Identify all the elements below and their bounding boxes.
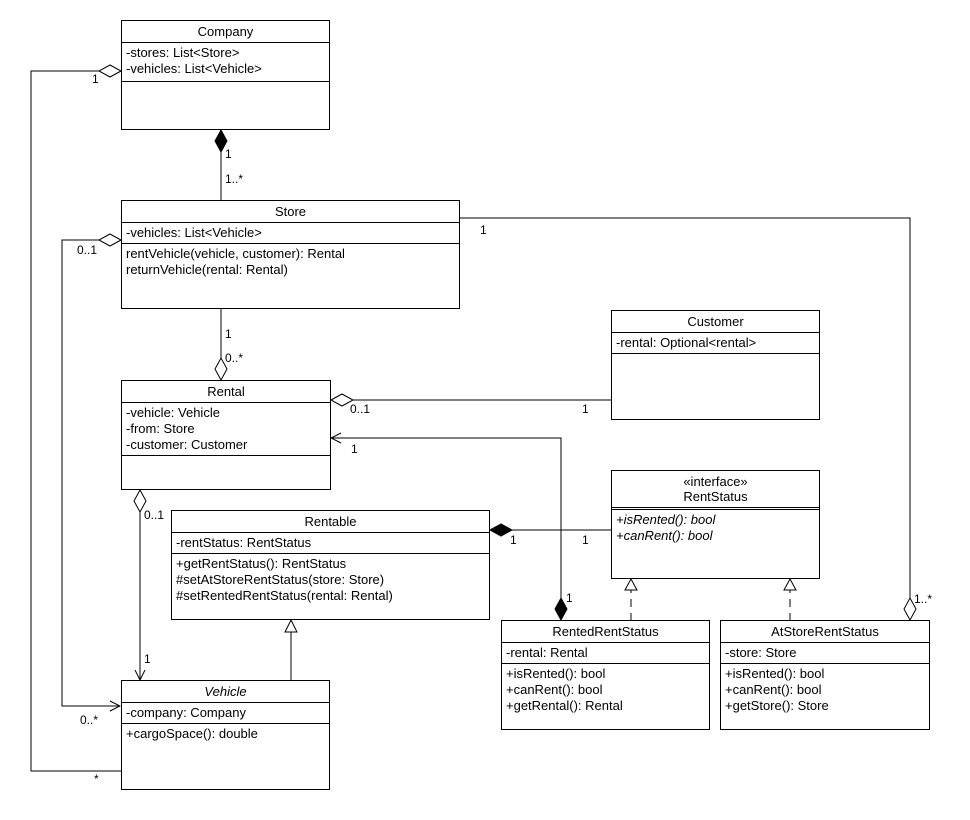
multiplicity-label: 1..* [914, 592, 933, 606]
operation: +getRentStatus(): RentStatus [176, 556, 347, 571]
multiplicity-label: 1 [480, 223, 487, 237]
multiplicity-label: 0..* [80, 713, 99, 727]
operations-section: +getRentStatus(): RentStatus #setAtStore… [172, 554, 489, 606]
interface-rentstatus[interactable]: «interface» RentStatus +isRented(): bool… [611, 470, 820, 579]
operations-section: +isRented(): bool +canRent(): bool +getS… [721, 664, 929, 716]
attribute: -rental: Rental [506, 645, 588, 660]
class-customer[interactable]: Customer -rental: Optional<rental> [611, 310, 820, 420]
attributes-section: -store: Store [721, 643, 929, 664]
realization-triangle-atstore [783, 577, 797, 591]
operation: #setAtStoreRentStatus(store: Store) [176, 572, 385, 587]
operations-section [122, 456, 330, 460]
operation: #setRentedRentStatus(rental: Rental) [176, 588, 393, 603]
attribute: -rental: Optional<rental> [616, 335, 757, 350]
multiplicity-label: 0..* [225, 351, 244, 365]
class-name: Rental [122, 381, 330, 403]
class-name: Rentable [172, 511, 489, 533]
attribute: -store: Store [725, 645, 797, 660]
class-name: Company [122, 21, 329, 43]
multiplicity-label: 1 [566, 591, 573, 605]
aggregation-store-vehicle [61, 239, 120, 706]
multiplicity-label: 1 [225, 327, 232, 341]
multiplicity-label: 1 [351, 442, 358, 456]
multiplicity-label: 0..1 [77, 243, 98, 257]
multiplicity-label: 1 [225, 147, 232, 161]
attribute: -stores: List<Store> [126, 45, 240, 60]
attributes-section: -rental: Optional<rental> [612, 333, 819, 354]
class-company[interactable]: Company -stores: List<Store> -vehicles: … [121, 20, 330, 130]
class-rentable[interactable]: Rentable -rentStatus: RentStatus +getRen… [171, 510, 490, 620]
attribute: -vehicles: List<Vehicle> [126, 225, 262, 240]
class-name: Vehicle [122, 681, 329, 703]
multiplicity-label: 0..1 [144, 508, 165, 522]
class-vehicle[interactable]: Vehicle -company: Company +cargoSpace():… [121, 680, 330, 790]
operation: +canRent(): bool [506, 682, 603, 697]
aggregation-diamond-rental-store [214, 356, 228, 382]
operation: +canRent(): bool [616, 528, 713, 543]
aggregation-company-vehicle [30, 70, 121, 772]
operations-section: +isRented(): bool +canRent(): bool +getR… [502, 664, 709, 716]
operation: +isRented(): bool [506, 666, 606, 681]
class-rentedrentstatus[interactable]: RentedRentStatus -rental: Rental +isRent… [501, 620, 710, 730]
operation: +isRented(): bool [616, 512, 716, 527]
operation: +cargoSpace(): double [126, 726, 258, 741]
operations-section: rentVehicle(vehicle, customer): Rental r… [122, 244, 459, 280]
class-name: Store [122, 201, 459, 223]
multiplicity-label: 1 [582, 533, 589, 547]
attribute: -customer: Customer [126, 437, 248, 452]
aggregation-diamond-rental-customer [329, 393, 355, 407]
class-name: RentedRentStatus [502, 621, 709, 643]
operations-section: +isRented(): bool +canRent(): bool [612, 510, 819, 546]
stereotype-label: «interface» [683, 474, 748, 489]
composition-diamond-company [214, 128, 228, 154]
attributes-section: -company: Company [122, 703, 329, 724]
multiplicity-label: 1 [510, 533, 517, 547]
operation: +isRented(): bool [725, 666, 825, 681]
attribute: -vehicles: List<Vehicle> [126, 61, 262, 76]
attributes-section: -rental: Rental [502, 643, 709, 664]
composition-diamond-rented [554, 596, 568, 622]
class-name: RentStatus [683, 489, 748, 504]
operations-section: +cargoSpace(): double [122, 724, 329, 744]
attributes-section: -vehicle: Vehicle -from: Store -customer… [122, 403, 330, 456]
operation: +canRent(): bool [725, 682, 822, 697]
class-store[interactable]: Store -vehicles: List<Vehicle> rentVehic… [121, 200, 460, 309]
operations-section [122, 82, 329, 86]
aggregation-store-atstore [459, 217, 911, 598]
composition-diamond-rentable [488, 523, 514, 537]
attribute: -rentStatus: RentStatus [176, 535, 312, 550]
attribute: -vehicle: Vehicle [126, 405, 220, 420]
class-name: Customer [612, 311, 819, 333]
interface-header: «interface» RentStatus [612, 471, 819, 510]
association-rented-rental [331, 438, 562, 598]
attribute: -from: Store [126, 421, 195, 436]
attribute: -company: Company [126, 705, 246, 720]
multiplicity-label: 1 [92, 72, 99, 86]
multiplicity-label: 1 [582, 402, 589, 416]
class-name: AtStoreRentStatus [721, 621, 929, 643]
aggregation-diamond-atstore [903, 596, 917, 622]
operation: returnVehicle(rental: Rental) [126, 262, 288, 277]
operations-section [612, 354, 819, 358]
aggregation-diamond-rental-vehicle [133, 488, 147, 514]
aggregation-diamond-store [97, 233, 123, 247]
class-atstorerentstatus[interactable]: AtStoreRentStatus -store: Store +isRente… [720, 620, 930, 730]
generalization-triangle-rentable [284, 618, 298, 633]
operation: +getRental(): Rental [506, 698, 623, 713]
class-rental[interactable]: Rental -vehicle: Vehicle -from: Store -c… [121, 380, 331, 490]
operation: +getStore(): Store [725, 698, 829, 713]
operation: rentVehicle(vehicle, customer): Rental [126, 246, 345, 261]
realization-triangle-rented [624, 577, 638, 591]
multiplicity-label: 0..1 [350, 402, 371, 416]
multiplicity-label: 1 [144, 652, 151, 666]
multiplicity-label: * [94, 772, 99, 786]
aggregation-diamond-company [97, 64, 123, 78]
multiplicity-label: 1..* [225, 172, 244, 186]
attributes-section: -vehicles: List<Vehicle> [122, 223, 459, 244]
attributes-section: -rentStatus: RentStatus [172, 533, 489, 554]
attributes-section: -stores: List<Store> -vehicles: List<Veh… [122, 43, 329, 82]
